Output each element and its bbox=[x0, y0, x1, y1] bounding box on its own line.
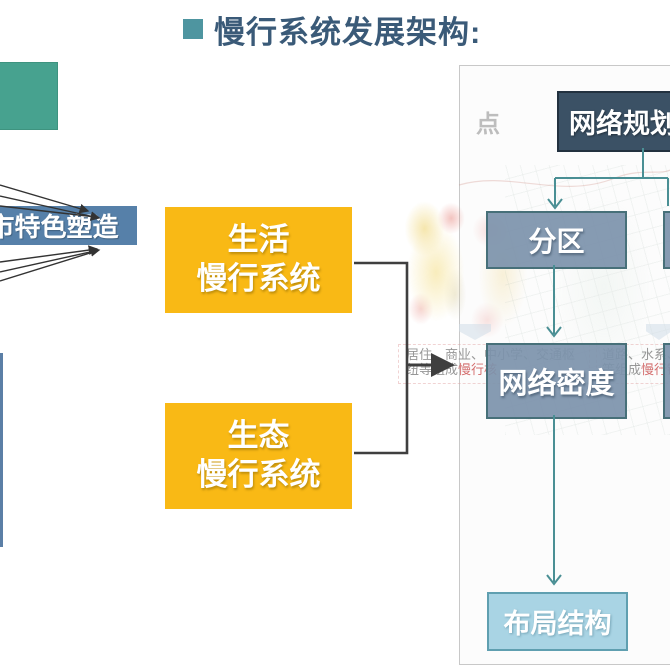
caption-chain-highlight: 慢行链条 bbox=[641, 362, 670, 377]
life-box-line1: 生活 bbox=[227, 222, 290, 258]
title-bullet-square-icon bbox=[183, 19, 203, 39]
network-planning-label: 网络规划 bbox=[569, 109, 670, 139]
city-feature-label: 市特色塑造 bbox=[0, 212, 119, 242]
eco-box-line1: 生态 bbox=[227, 418, 290, 454]
slide-title-row: 慢行系统发展架构: bbox=[183, 8, 663, 50]
zoning-label: 分区 bbox=[528, 226, 585, 257]
life-box-line2: 慢行系统 bbox=[196, 261, 321, 296]
zoning-box: 分区 bbox=[486, 211, 627, 269]
network-density-box: 网络密度 bbox=[486, 343, 627, 419]
slide-title: 慢行系统发展架构: bbox=[214, 14, 482, 50]
network-density-label: 网络密度 bbox=[498, 368, 615, 400]
clipped-right-box-level2 bbox=[663, 211, 670, 269]
layout-structure-label: 布局结构 bbox=[503, 609, 612, 639]
layout-structure-box: 布局结构 bbox=[487, 592, 628, 651]
clipped-right-box-level3 bbox=[663, 343, 670, 419]
converging-arrows-bottom bbox=[0, 245, 101, 282]
city-feature-box: 市特色塑造 bbox=[0, 206, 137, 245]
eco-slow-system-box: 生态 慢行系统 bbox=[165, 403, 352, 509]
background-map-image bbox=[398, 192, 474, 338]
eco-box-line2: 慢行系统 bbox=[196, 457, 321, 492]
panel-watermark-text: 点 bbox=[476, 111, 500, 138]
teal-legend-box bbox=[0, 62, 58, 130]
network-planning-root-box: 网络规划 bbox=[557, 91, 670, 152]
life-slow-system-box: 生活 慢行系统 bbox=[165, 207, 352, 313]
cropped-box-edge bbox=[0, 353, 3, 547]
